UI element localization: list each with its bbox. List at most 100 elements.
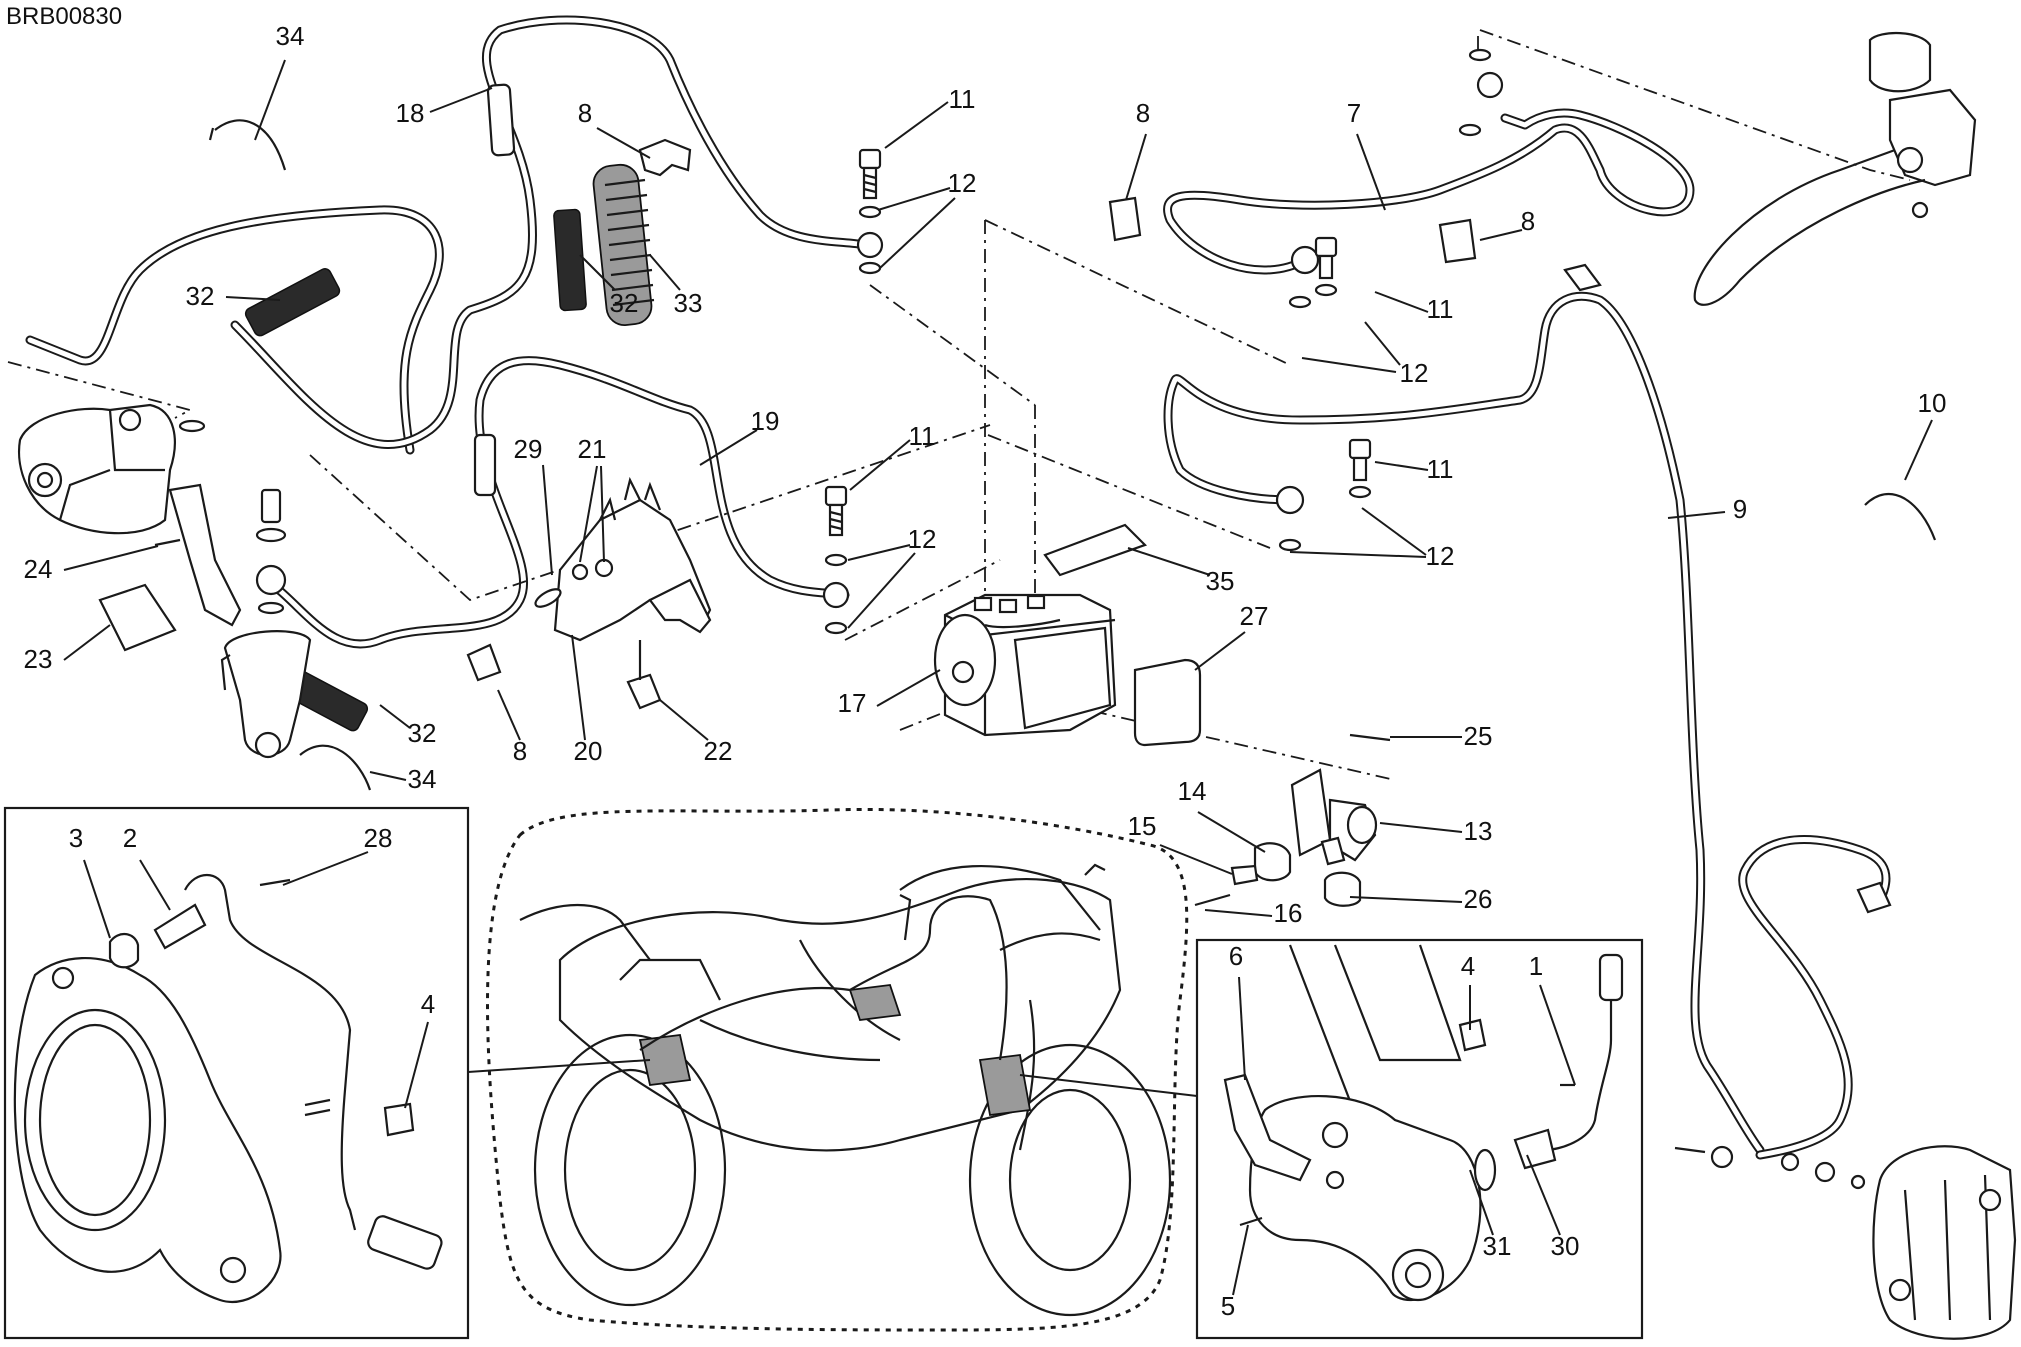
callout-leader-c16	[1204, 909, 1273, 917]
rear-speed-sensor-2	[153, 874, 443, 1270]
callout-c20: 20	[574, 736, 603, 766]
callout-c2: 2	[123, 823, 137, 853]
callout-leader-c1	[1539, 984, 1576, 1086]
callout-leader-c32b	[579, 254, 616, 291]
callout-leader-c12a	[877, 187, 951, 211]
hose-sleeve-32	[553, 208, 587, 312]
callout-c5: 5	[1221, 1291, 1235, 1321]
callout-c17: 17	[838, 688, 867, 718]
cable-tie-34-lower	[299, 744, 372, 791]
master-washer-b	[1458, 123, 1482, 137]
callout-c10: 10	[1918, 388, 1947, 418]
copper-washer-12g	[1278, 538, 1302, 552]
alignment-line	[984, 219, 1291, 366]
callout-c8d: 8	[513, 736, 527, 766]
callout-c18: 18	[396, 98, 425, 128]
callout-leader-c26	[1349, 896, 1463, 903]
callout-leader-c8b	[1125, 133, 1147, 201]
cable-tie-34	[214, 119, 287, 171]
callout-c19: 19	[751, 406, 780, 436]
callout-c25: 25	[1464, 721, 1493, 751]
spacer-15	[1230, 864, 1259, 886]
callout-leader-c35	[1127, 547, 1211, 576]
spacer-3	[108, 933, 140, 969]
callout-leader-c10	[1904, 419, 1933, 481]
hose-sleeve-18	[486, 83, 516, 157]
sensor-bracket-6	[1223, 1073, 1312, 1182]
screw-28	[259, 878, 291, 887]
front-fork-leg	[1248, 944, 1482, 1302]
callout-c16: 16	[1274, 898, 1303, 928]
callout-c15: 15	[1128, 811, 1157, 841]
callout-leader-c21	[579, 465, 598, 563]
alignment-line	[869, 284, 1036, 406]
screw-25	[1349, 733, 1391, 742]
hose-clip-8-lower	[466, 643, 502, 682]
callout-leader-c6	[1238, 976, 1246, 1081]
cable-clip-4-front	[1458, 1018, 1487, 1052]
front-hose-9	[1163, 291, 1765, 1155]
front-brake-hose-lower	[1738, 835, 1891, 1160]
screw-24	[154, 538, 181, 547]
cable-clip-4	[383, 1102, 415, 1137]
callout-leader-c13	[1379, 822, 1463, 833]
callout-c23: 23	[24, 644, 53, 674]
callout-leader-c7	[1356, 133, 1386, 211]
banjo-fitting-front-lower	[1275, 485, 1305, 515]
callout-leader-c5	[1232, 1224, 1249, 1296]
front-washer-c	[1814, 1161, 1836, 1183]
hose-sleeve	[473, 433, 497, 497]
hose-to-abs	[230, 15, 870, 449]
callout-c11d: 11	[1427, 454, 1454, 484]
screw-5	[1239, 1216, 1263, 1227]
callout-leader-c11a	[884, 101, 949, 149]
banjo-fitting-front	[1290, 245, 1320, 275]
washer-21b	[594, 558, 614, 578]
callout-leader-c33	[649, 254, 681, 291]
banjo-fitting-mid	[822, 581, 850, 609]
front-washer-d	[1850, 1174, 1866, 1190]
callout-leader-c27	[1194, 631, 1246, 671]
hose-clip-8-plate	[1438, 218, 1477, 264]
callout-c29: 29	[514, 434, 543, 464]
callout-c32c: 32	[408, 718, 437, 748]
front-sensor-detail-box	[1195, 938, 1644, 1340]
callout-leader-c11d	[1374, 461, 1429, 471]
callout-leader-c22	[659, 699, 709, 741]
callout-leader-c8a	[596, 127, 651, 159]
diagram-code: BRB00830	[6, 3, 122, 30]
hose-fitting	[1856, 881, 1892, 914]
callout-leader-c11c	[849, 439, 911, 491]
callout-c28: 28	[364, 823, 393, 853]
banjo-bolt-11-right	[1314, 236, 1338, 280]
banjo-bolt-11-right-lower	[1348, 438, 1372, 482]
motorcycle-outline-frame	[486, 807, 1189, 1332]
front-washer-b	[1780, 1152, 1800, 1172]
callout-leader-c15	[1159, 844, 1233, 875]
callout-leader-c12c	[1364, 321, 1401, 366]
callout-leader-c24	[63, 545, 159, 571]
callout-c8a: 8	[578, 98, 592, 128]
callout-c27: 27	[1240, 601, 1269, 631]
callout-leader-c12b	[879, 197, 956, 269]
callout-c35: 35	[1206, 566, 1235, 596]
copper-washer	[1288, 295, 1312, 309]
callout-leader-c32c	[379, 704, 411, 729]
callout-c14: 14	[1178, 776, 1207, 806]
callout-leader-c3	[83, 859, 111, 939]
callout-leader-c19	[699, 429, 758, 466]
callout-c32b: 32	[610, 288, 639, 318]
abs-bracket-13	[1290, 768, 1378, 862]
shim-31	[1473, 1148, 1497, 1192]
callout-leader-c30	[1526, 1154, 1561, 1236]
master-banjo	[1476, 71, 1504, 99]
alignment-line	[7, 361, 193, 419]
alignment-line	[987, 434, 1271, 549]
callout-leader-c28	[282, 851, 369, 886]
detail-leader-rear	[467, 1059, 651, 1073]
callout-c12g: 12	[1426, 541, 1455, 571]
callout-c4b: 4	[1461, 951, 1475, 981]
callout-leader-c18	[429, 87, 493, 113]
rubber-grommet-14	[1320, 836, 1346, 866]
